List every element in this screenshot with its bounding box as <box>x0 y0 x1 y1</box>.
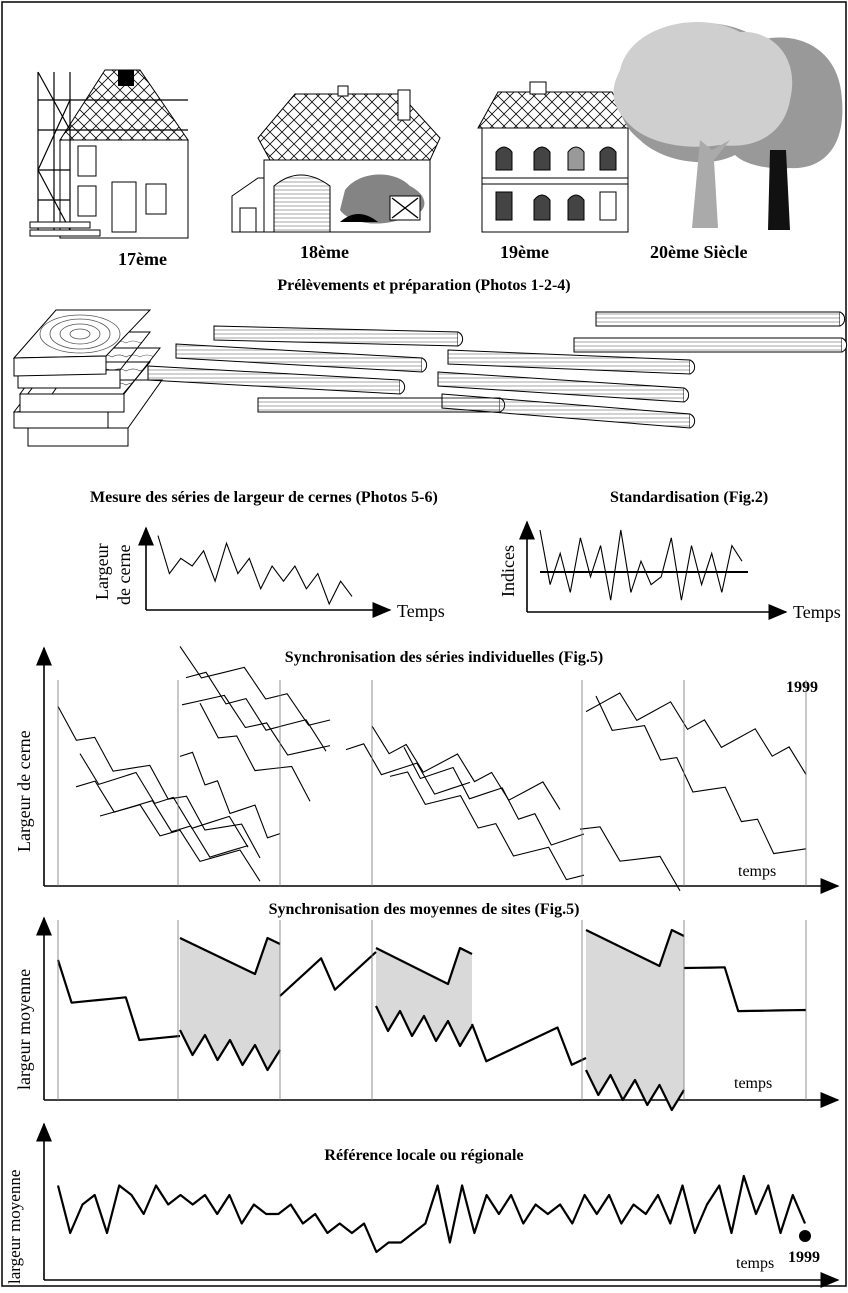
standard-series-line <box>539 529 743 601</box>
label-19th-century: 19ème <box>500 242 549 262</box>
building-18th-century <box>231 85 441 233</box>
site-mean-line <box>179 936 281 976</box>
individual-series-line <box>57 706 261 859</box>
measure-series-line <box>157 535 353 606</box>
label-17th-century: 17ème <box>118 249 167 269</box>
site-mean-line <box>375 1005 473 1048</box>
label-18th-century: 18ème <box>300 242 349 262</box>
site-mean-line <box>585 1069 685 1112</box>
individual-series-line <box>371 725 561 810</box>
individual-series-line <box>389 771 585 881</box>
site-mean-line <box>375 946 473 986</box>
building-19th-century <box>477 81 633 233</box>
measure-x-label: Temps <box>397 601 445 621</box>
sync-ind-x-label: temps <box>738 863 776 880</box>
sync-sites-y-label: largeur moyenne <box>14 969 34 1090</box>
core-sample <box>213 325 464 347</box>
site-mean-line <box>585 928 685 968</box>
overlap-zone <box>180 938 280 1070</box>
standard-chart: Indices Temps <box>498 520 841 622</box>
core-sample <box>573 337 848 353</box>
individual-series-line <box>181 694 331 756</box>
ref-end-year: 1999 <box>788 1249 820 1266</box>
reference-chart: Référence locale ou régionale largeur mo… <box>5 1122 840 1288</box>
individual-series-line <box>579 826 681 892</box>
sync-individual-title: Synchronisation des séries individuelles… <box>285 649 603 666</box>
sync-individual-chart: Synchronisation des séries individuelles… <box>14 646 840 894</box>
core-sample <box>437 371 690 403</box>
sync-sites-title: Synchronisation des moyennes de sites (F… <box>269 901 580 918</box>
standard-y-label: Indices <box>498 545 518 597</box>
individual-series-line <box>99 804 261 882</box>
standard-title: Standardisation (Fig.2) <box>610 489 768 506</box>
overlap-zone <box>376 948 472 1046</box>
core-samples <box>147 311 848 429</box>
site-mean-line <box>279 951 377 997</box>
sync-sites-chart: Synchronisation des moyennes de sites (F… <box>14 901 840 1112</box>
core-sample <box>595 311 846 327</box>
sampling-title: Prélèvements et préparation (Photos 1-2-… <box>277 277 570 294</box>
individual-series-line <box>403 746 585 846</box>
individual-series-line <box>595 695 807 855</box>
ref-y-label: largeur moyenne <box>5 1170 24 1284</box>
label-20th-century: 20ème Siècle <box>650 242 747 262</box>
core-sample <box>175 343 428 373</box>
individual-series-line <box>585 692 807 775</box>
measure-y-label-2: de cerne <box>114 545 134 605</box>
trees-20th-century <box>613 21 843 230</box>
individual-series-line <box>179 751 281 839</box>
individual-series-line <box>75 780 249 858</box>
measure-title: Mesure des séries de largeur de cernes (… <box>90 489 438 506</box>
sync-sites-x-label: temps <box>734 1075 772 1092</box>
sync-ind-end-year: 1999 <box>786 679 818 696</box>
site-mean-line <box>683 966 807 1013</box>
site-mean-line <box>179 1029 281 1072</box>
ref-x-label: temps <box>736 1255 774 1272</box>
wood-slabs-stack <box>12 309 163 447</box>
measure-y-label-1: Largeur <box>92 543 112 600</box>
overlap-zone <box>586 930 684 1110</box>
reference-series-line <box>56 1174 807 1254</box>
core-sample <box>441 393 696 429</box>
individual-series-line <box>345 743 471 795</box>
site-mean-line <box>470 1023 587 1066</box>
core-sample <box>447 349 696 375</box>
standard-x-label: Temps <box>793 602 841 622</box>
site-mean-line <box>56 959 181 1042</box>
individual-series-line <box>199 702 311 802</box>
sync-ind-y-label: Largeur de cerne <box>14 730 34 852</box>
core-sample <box>147 365 406 395</box>
measure-chart: Largeur de cerne Temps <box>92 526 445 621</box>
individual-series-line <box>185 671 327 752</box>
reference-title: Référence locale ou régionale <box>324 1147 523 1164</box>
individual-series-line <box>79 753 249 848</box>
ref-end-marker <box>799 1230 811 1242</box>
building-17th-century <box>29 69 189 239</box>
